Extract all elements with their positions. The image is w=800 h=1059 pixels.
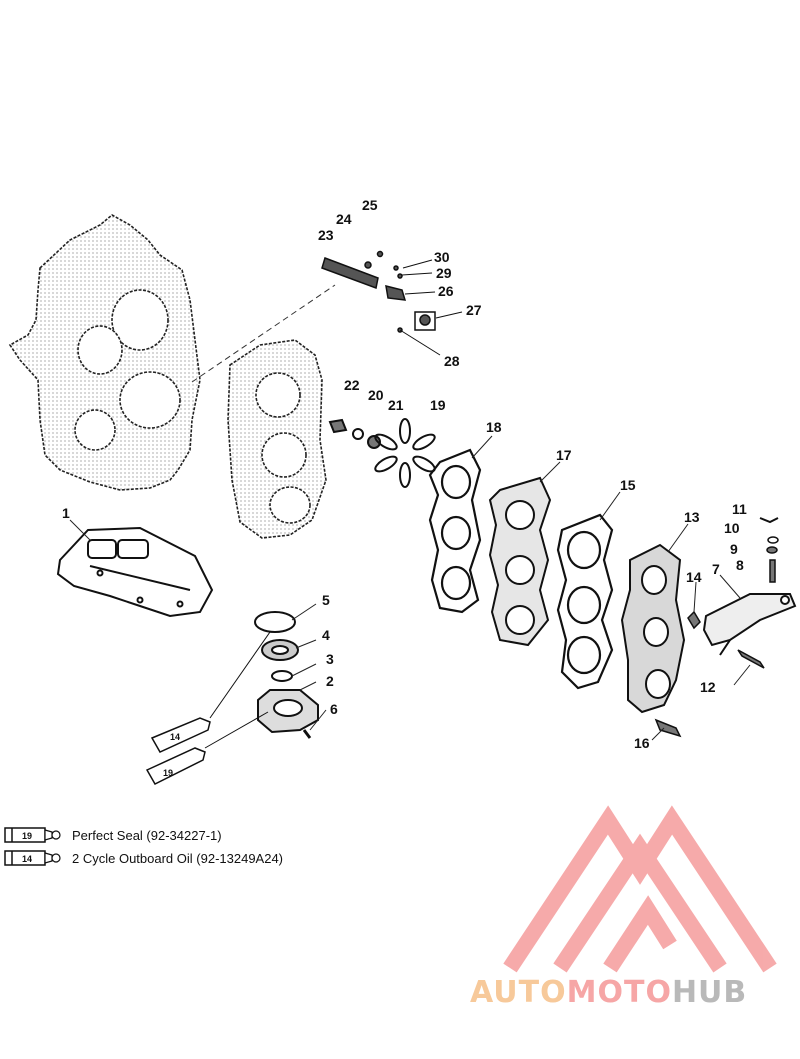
label-9: 9 [730,541,738,557]
label-26: 26 [438,283,454,299]
label-12: 12 [700,679,716,695]
tube-14: 14 [150,631,271,753]
bolts-8-12-14-16 [654,517,779,738]
legend-text-1: Perfect Seal (92-34227-1) [72,827,222,843]
reed-small-parts [328,418,436,488]
top-parts [321,250,463,356]
label-28: 28 [444,353,460,369]
legend-text-2: 2 Cycle Outboard Oil (92-13249A24) [72,850,284,866]
label-10: 10 [724,520,740,536]
label-21: 21 [388,397,404,413]
seal-stack [254,611,319,739]
tube-19-label: 19 [163,768,173,778]
watermark-text: AUTOMOTOHUB [470,975,800,1010]
watermark-hub: HUB [671,975,748,1010]
tube-14-icon: 14 [4,850,61,866]
label-30: 30 [434,249,450,265]
cylinder-head [227,339,327,539]
reed-block-17 [488,476,552,647]
tube-14-label: 14 [170,732,180,742]
watermark-logo [503,805,777,973]
label-23: 23 [318,227,334,243]
label-6: 6 [330,701,338,717]
label-16: 16 [634,735,650,751]
label-5: 5 [322,592,330,608]
label-19: 19 [430,397,446,413]
label-15: 15 [620,477,636,493]
label-13: 13 [684,509,700,525]
label-27: 27 [466,302,482,318]
label-25: 25 [362,197,378,213]
label-8: 8 [736,557,744,573]
label-17: 17 [556,447,572,463]
part-labels: 1 2 3 4 5 6 7 8 9 10 11 12 13 14 15 16 1… [62,197,747,751]
label-2: 2 [326,673,334,689]
tube-19: 19 [145,711,269,785]
label-4: 4 [322,627,330,643]
label-14: 14 [686,569,702,585]
gasket-18 [428,448,482,614]
label-11: 11 [732,501,747,517]
intake-manifold-13 [620,543,686,714]
label-7: 7 [712,561,720,577]
bracket-7 [702,593,797,656]
label-20: 20 [368,387,384,403]
crankcase-block [8,214,201,491]
base-gasket [56,526,214,618]
label-3: 3 [326,651,334,667]
label-29: 29 [436,265,452,281]
label-24: 24 [336,211,352,227]
watermark-moto: MOTO [566,975,672,1010]
leader-lines [69,435,751,741]
gasket-15 [556,513,614,690]
legend-code-1: 19 [22,831,32,841]
legend-row-1: 19 Perfect Seal (92-34227-1) [4,825,222,845]
label-22: 22 [344,377,360,393]
tube-19-icon: 19 [4,827,61,843]
watermark-auto: AUTO [470,975,567,1010]
legend-code-2: 14 [22,854,32,864]
label-18: 18 [486,419,502,435]
legend-row-2: 14 2 Cycle Outboard Oil (92-13249A24) [4,848,283,868]
label-1: 1 [62,505,70,521]
